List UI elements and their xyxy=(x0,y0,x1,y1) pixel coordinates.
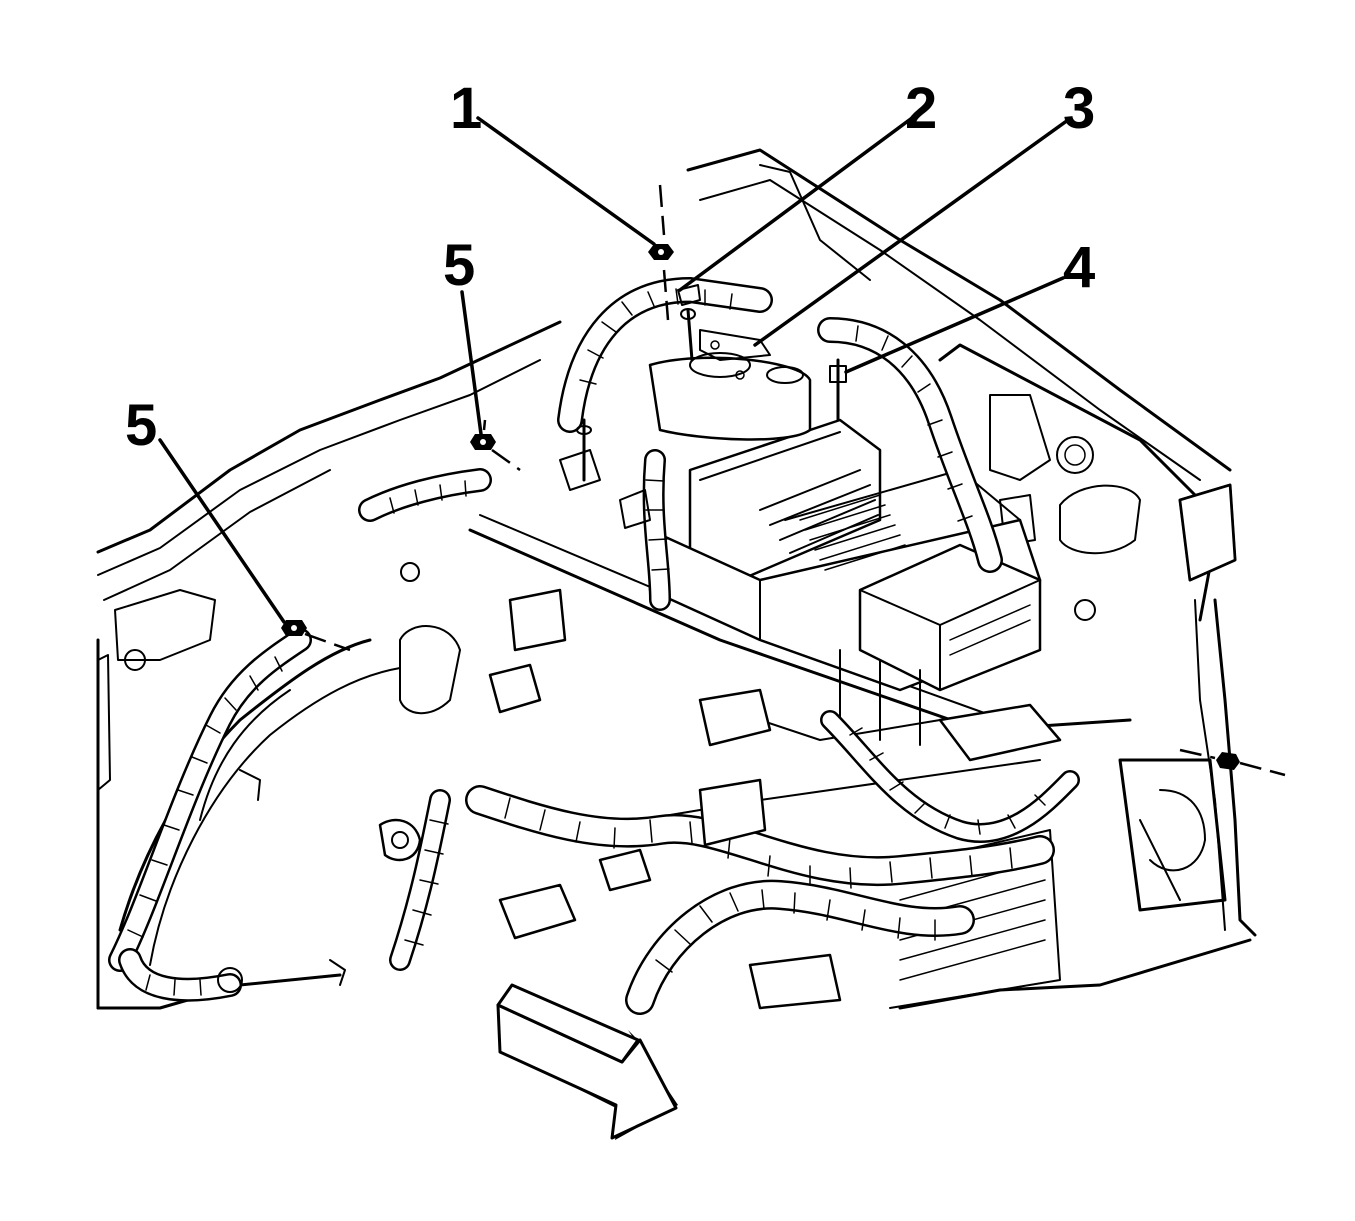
callout-3: 3 xyxy=(1063,76,1095,141)
direction-arrow-icon xyxy=(496,983,678,1140)
connectors xyxy=(124,449,1237,1010)
callout-5b: 5 xyxy=(125,393,157,458)
leader-5b xyxy=(158,438,286,624)
callout-labels: 1 2 3 4 5 5 xyxy=(125,76,1095,458)
leader-1 xyxy=(476,116,656,246)
callout-5a: 5 xyxy=(443,233,475,298)
leader-4 xyxy=(844,276,1065,374)
leader-3 xyxy=(753,118,1070,347)
leader-2 xyxy=(678,116,914,292)
callout-2: 2 xyxy=(905,76,937,141)
leader-5a xyxy=(460,290,483,436)
callout-1: 1 xyxy=(450,76,482,141)
wire-harness xyxy=(108,276,1080,1015)
leader-lines xyxy=(158,116,1070,624)
fasteners xyxy=(281,184,1286,777)
callout-4: 4 xyxy=(1063,235,1095,300)
control-module xyxy=(648,352,1042,746)
